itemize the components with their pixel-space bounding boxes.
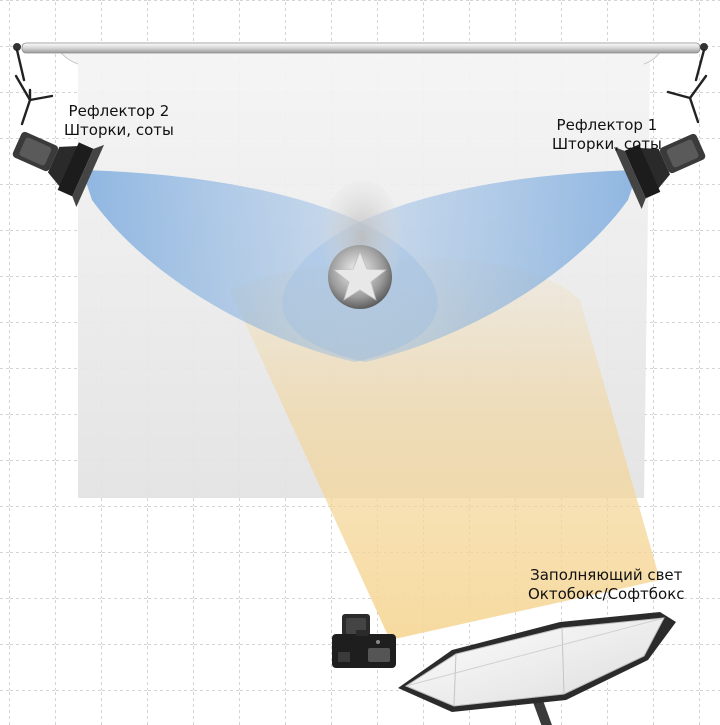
light-stand-icon [14,48,54,126]
backdrop-pole [13,42,708,54]
fill-light-name: Заполняющий свет [530,566,683,584]
reflector-light-icon [12,131,105,207]
reflector-right-label: Рефлектор 1 Шторки, соты [552,116,662,154]
star-subject-icon [328,245,392,309]
fill-light-modifier: Октобокс/Софтбокс [528,585,685,603]
reflector-right-name: Рефлектор 1 [556,116,658,134]
camera-icon [332,614,396,668]
reflector-left-modifier: Шторки, соты [64,121,174,139]
fill-light-label: Заполняющий свет Октобокс/Софтбокс [528,566,685,604]
softbox-icon [398,612,676,725]
reflector-right-modifier: Шторки, соты [552,135,662,153]
light-stand-icon [666,48,708,124]
reflector-left-name: Рефлектор 2 [68,102,170,120]
reflector-left-label: Рефлектор 2 Шторки, соты [64,102,174,140]
reflector-light-icon [613,133,706,209]
